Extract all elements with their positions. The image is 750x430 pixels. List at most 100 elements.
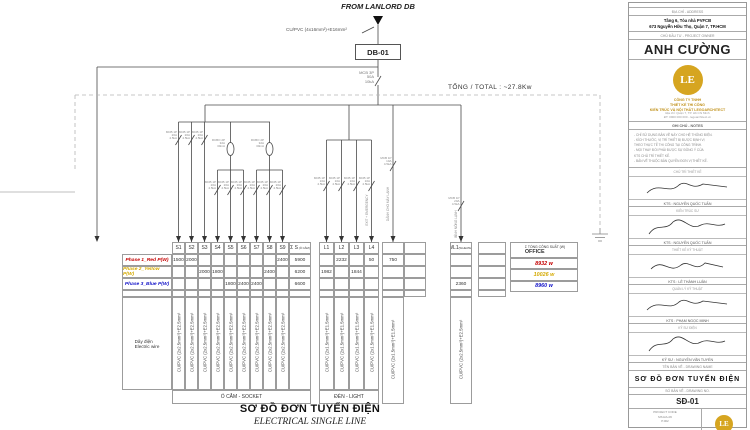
breaker-icon bbox=[175, 134, 182, 146]
breaker-icon bbox=[389, 160, 397, 172]
signature-icon bbox=[646, 299, 728, 311]
table-cell bbox=[289, 297, 311, 390]
table-cell bbox=[364, 297, 379, 390]
table-cell: Σ S (Ổ CẮM) bbox=[289, 242, 311, 254]
table-cell bbox=[382, 242, 404, 254]
table-cell bbox=[334, 266, 349, 278]
signature-area bbox=[629, 216, 746, 238]
table-cell bbox=[404, 290, 426, 297]
table-cell bbox=[276, 297, 289, 390]
table-cell bbox=[198, 290, 211, 297]
table-cell bbox=[224, 266, 237, 278]
cable-spec-vertical: CU/PVC (2x2.5mm²)+E2.5mm² bbox=[189, 312, 194, 372]
table-cell: L2 bbox=[334, 242, 349, 254]
table-cell: 1800 bbox=[224, 278, 237, 290]
table-cell bbox=[364, 290, 379, 297]
table-cell bbox=[224, 254, 237, 266]
table-cell: L3 bbox=[349, 242, 364, 254]
load-arrow-icon bbox=[189, 236, 194, 242]
load-arrow-icon bbox=[339, 236, 344, 242]
breaker-icon bbox=[368, 180, 375, 192]
signature-blocks: CHỦ TRÌ THIẾT KẾ KTS : NGUYỄN QUỐC TUẤN … bbox=[629, 168, 746, 363]
table-cell bbox=[198, 254, 211, 266]
load-arrow-icon bbox=[354, 236, 359, 242]
table-cell bbox=[224, 290, 237, 297]
table-cell bbox=[122, 290, 172, 297]
table-cell bbox=[237, 254, 250, 266]
notes-body: - CHỈ SỬ DỤNG BẢN VẼ NÀY CHO HỆ THỐNG ĐI… bbox=[629, 130, 746, 168]
signature-role: KIẾN TRÚC SƯ bbox=[629, 207, 746, 216]
load-arrow-icon bbox=[215, 236, 220, 242]
table-cell bbox=[250, 266, 263, 278]
cable-spec-vertical: CU/PVC (2x1.5mm²)+E1.5mm² bbox=[390, 319, 396, 379]
table-cell bbox=[364, 266, 379, 278]
table-cell bbox=[450, 290, 472, 297]
main-breaker-icon bbox=[374, 75, 382, 87]
table-cell bbox=[211, 254, 224, 266]
cable-spec-vertical: CU/PVC (2x1.5mm²)+E1.5mm² bbox=[369, 312, 374, 372]
table-cell bbox=[211, 278, 224, 290]
table-cell bbox=[364, 278, 379, 290]
table-cell bbox=[334, 290, 349, 297]
table-cell bbox=[319, 278, 334, 290]
table-cell: 1800 bbox=[211, 266, 224, 278]
table-cell bbox=[478, 242, 506, 254]
load-arrow-icon bbox=[324, 236, 329, 242]
load-arrow-icon bbox=[228, 236, 233, 242]
footer-logo-box: LE bbox=[702, 409, 746, 430]
cable-spec-vertical: CU/PVC (2x2.5mm²)+E2.5mm² bbox=[280, 312, 285, 372]
signature-block: THIẾT KẾ KỸ THUẬT KTS : LÊ THÀNH LUÂN bbox=[629, 246, 746, 285]
table-cell: S3 bbox=[198, 242, 211, 254]
table-cell bbox=[478, 266, 506, 278]
table-cell bbox=[185, 266, 198, 278]
table-cell: S5 bbox=[224, 242, 237, 254]
table-cell bbox=[172, 290, 185, 297]
light-group-label: ĐÈN - LIGHT bbox=[319, 390, 379, 404]
rcbo-icon bbox=[226, 142, 235, 156]
cable-spec-vertical: CU/PVC (2x2.5mm²)+E2.5mm² bbox=[254, 312, 259, 372]
load-arrow-icon bbox=[267, 236, 272, 242]
table-cell: WL1(W.HEATER) bbox=[450, 242, 472, 254]
table-cell: 2000 bbox=[198, 266, 211, 278]
load-arrow-icon bbox=[280, 236, 285, 242]
table-cell bbox=[349, 290, 364, 297]
table-cell bbox=[276, 266, 289, 278]
table-cell bbox=[237, 297, 250, 390]
table-cell bbox=[185, 278, 198, 290]
address-line-2: 673 Nguyễn Hữu Thọ, Quận 7, TP.HCM bbox=[649, 24, 726, 30]
table-cell bbox=[450, 254, 472, 266]
load-arrow-icon bbox=[254, 236, 259, 242]
table-cell bbox=[250, 297, 263, 390]
table-cell bbox=[349, 278, 364, 290]
footer-logo: LE bbox=[715, 415, 733, 430]
signature-name: KTS : NGUYỄN QUỐC TUẤN bbox=[629, 199, 746, 206]
table-cell bbox=[478, 254, 506, 266]
table-cell: 2000 bbox=[185, 254, 198, 266]
table-cell bbox=[185, 290, 198, 297]
drawing-no: SĐ-01 bbox=[629, 395, 746, 409]
table-cell: L4 bbox=[364, 242, 379, 254]
signature-role: QUẢN LÝ KỸ THUẬT bbox=[629, 285, 746, 294]
signature-icon bbox=[648, 336, 726, 352]
table-cell bbox=[263, 254, 276, 266]
breaker-icon bbox=[457, 200, 465, 212]
table-cell bbox=[319, 254, 334, 266]
riser-note: BÌNH NÓNG LẠNH bbox=[454, 210, 458, 238]
table-cell bbox=[172, 297, 185, 390]
office-total-value: 10026 w bbox=[510, 269, 578, 281]
address-header: ĐỊA CHỈ - ADDRESS bbox=[629, 8, 746, 16]
